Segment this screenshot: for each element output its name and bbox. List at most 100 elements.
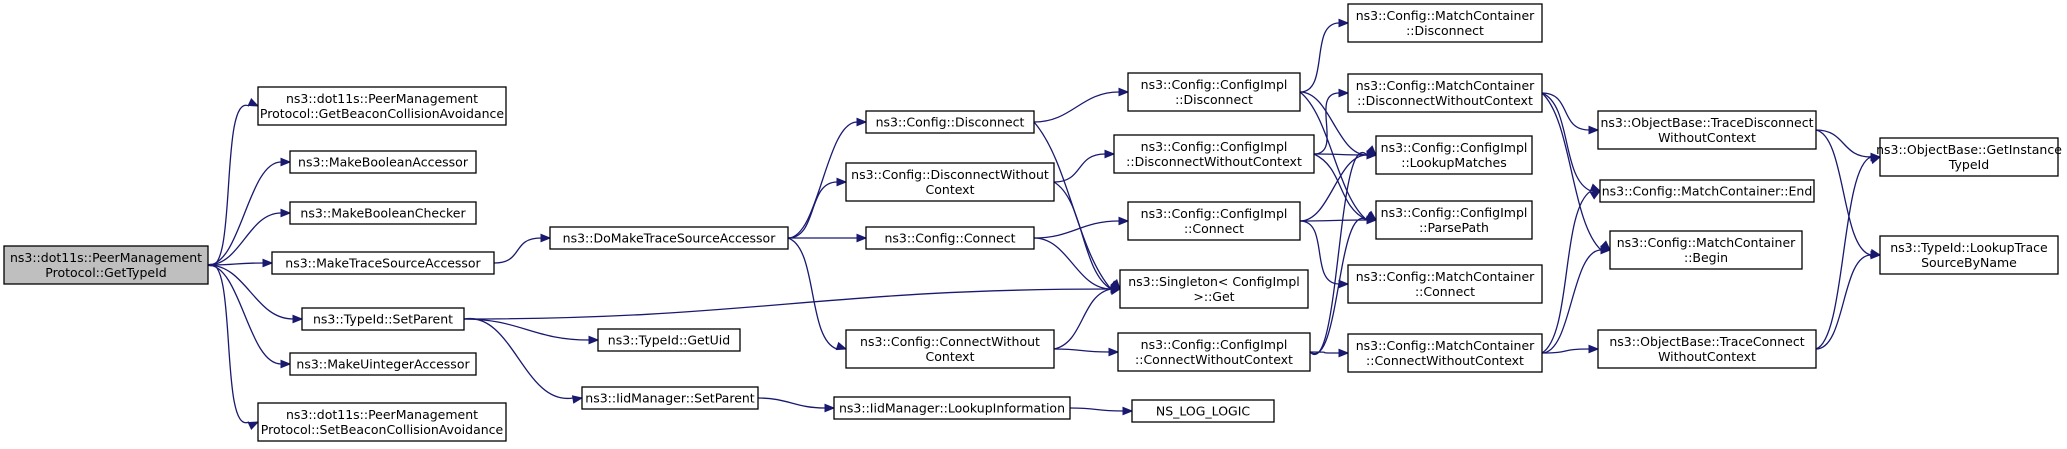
node-cfgconnwc[interactable]: ns3::Config::ConnectWithoutContext: [845, 329, 1055, 369]
edge-arrowhead: [292, 314, 304, 324]
node-iidlookup[interactable]: ns3::IidManager::LookupInformation: [833, 396, 1071, 420]
node-box: [845, 329, 1055, 369]
edge-arrowhead: [1366, 145, 1377, 156]
edge-arrowhead: [1118, 216, 1130, 226]
edge-line: [787, 181, 838, 239]
node-mcDiscWC[interactable]: ns3::Config::MatchContainer::DisconnectW…: [1347, 73, 1543, 113]
node-label-line: ::DisconnectWithoutContext: [1357, 93, 1533, 108]
node-mcBegin[interactable]: ns3::Config::MatchContainer::Begin: [1609, 230, 1803, 270]
node-label-line: ns3::MakeBooleanChecker: [300, 206, 466, 221]
node-implDiscWC[interactable]: ns3::Config::ConfigImpl::DisconnectWitho…: [1113, 134, 1315, 174]
edge-line: [787, 237, 838, 350]
node-setbeacon[interactable]: ns3::dot11s::PeerManagementProtocol::Set…: [257, 402, 507, 442]
node-cfgdiscwc[interactable]: ns3::Config::DisconnectWithoutContext: [845, 162, 1055, 202]
node-mkboolchk[interactable]: ns3::MakeBooleanChecker: [289, 201, 477, 225]
edge-line: [1069, 407, 1124, 412]
edge-arrowhead: [1108, 347, 1120, 357]
node-cfgconn[interactable]: ns3::Config::Connect: [865, 226, 1035, 250]
edge-line: [1053, 181, 1112, 290]
edge-root-to-mkboolacc: [207, 157, 292, 266]
node-label-line: ns3::Config::MatchContainer: [1356, 338, 1535, 353]
node-box: [289, 201, 477, 225]
edge-arrowhead: [1338, 18, 1350, 28]
edge-arrowhead: [824, 403, 836, 413]
node-label-line: ns3::IidManager::LookupInformation: [839, 401, 1065, 416]
edge-line: [463, 318, 590, 341]
node-box: [1347, 264, 1543, 304]
edge-mcDiscWC-to-obTraceDisc: [1541, 92, 1600, 135]
edge-line: [1541, 249, 1602, 354]
edge-line: [1313, 153, 1368, 156]
node-mcConn[interactable]: ns3::Config::MatchContainer::Connect: [1347, 264, 1543, 304]
node-iidsetparent[interactable]: ns3::IidManager::SetParent: [581, 386, 759, 410]
edge-implConnWC-to-parsePath: [1309, 211, 1378, 355]
edge-implDisc-to-mcDisc: [1299, 18, 1350, 93]
node-singleton[interactable]: ns3::Singleton< ConfigImpl >::Get: [1119, 269, 1309, 309]
node-root[interactable]: ns3::dot11s::PeerManagementProtocol::Get…: [3, 245, 209, 285]
node-label-line: ns3::Config::MatchContainer: [1617, 235, 1796, 250]
node-implDisc[interactable]: ns3::Config::ConfigImpl::Disconnect: [1127, 72, 1301, 112]
node-label-line: ns3::ObjectBase::TraceConnect: [1609, 334, 1804, 349]
node-label-line: Context: [926, 182, 975, 197]
node-mcConnWC[interactable]: ns3::Config::MatchContainer::ConnectWith…: [1347, 333, 1543, 373]
edge-arrowhead: [856, 233, 868, 243]
node-lookupMatches[interactable]: ns3::Config::ConfigImpl::LookupMatches: [1375, 135, 1533, 175]
node-getuid[interactable]: ns3::TypeId::GetUid: [597, 328, 741, 352]
node-box: [1347, 333, 1543, 373]
node-getbeacon[interactable]: ns3::dot11s::PeerManagementProtocol::Get…: [257, 86, 507, 126]
node-label-line: NS_LOG_LOGIC: [1156, 404, 1251, 419]
edge-mcConnWC-to-mcEnd: [1541, 190, 1602, 354]
node-box: [289, 352, 477, 376]
node-label-line: ns3::dot11s::PeerManagement: [10, 250, 202, 265]
node-mkuint[interactable]: ns3::MakeUintegerAccessor: [289, 352, 477, 376]
edge-implConnWC-to-lookupMatches: [1309, 145, 1377, 356]
node-label-line: ::Disconnect: [1175, 92, 1253, 107]
edge-obTraceConn-to-lookupTrace: [1815, 250, 1882, 350]
edge-mcConnWC-to-mcBegin: [1541, 245, 1612, 354]
edge-cfgdisc-to-singleton: [1033, 121, 1121, 291]
node-box: [289, 150, 477, 174]
node-label-line: ns3::Config::MatchContainer::End: [1602, 184, 1813, 199]
node-nslog[interactable]: NS_LOG_LOGIC: [1131, 399, 1275, 423]
edge-cfgconn-to-implConn: [1033, 216, 1130, 239]
node-mcDisc[interactable]: ns3::Config::MatchContainer::Disconnect: [1347, 3, 1543, 43]
node-label-line: ns3::Singleton< ConfigImpl: [1128, 274, 1300, 289]
node-obTraceConn[interactable]: ns3::ObjectBase::TraceConnectWithoutCont…: [1597, 329, 1817, 369]
node-cfgdisc[interactable]: ns3::Config::Disconnect: [865, 110, 1035, 134]
edge-setparent-to-singleton: [463, 284, 1122, 320]
edge-line: [207, 161, 282, 266]
node-label-line: ns3::ObjectBase::TraceDisconnect: [1601, 115, 1814, 130]
edge-cfgdiscwc-to-implDiscWC: [1053, 149, 1116, 183]
edge-obTraceConn-to-obGetInst: [1815, 155, 1882, 350]
node-box: [1117, 332, 1311, 372]
node-implConn[interactable]: ns3::Config::ConfigImpl::Connect: [1127, 201, 1301, 241]
node-mktrace[interactable]: ns3::MakeTraceSourceAccessor: [271, 251, 495, 275]
edge-line: [1299, 219, 1368, 222]
node-label-line: TypeId: [1948, 157, 1989, 172]
edge-line: [1299, 91, 1368, 221]
node-mcEnd[interactable]: ns3::Config::MatchContainer::End: [1599, 179, 1815, 203]
node-parsePath[interactable]: ns3::Config::ConfigImpl::ParsePath: [1375, 200, 1533, 240]
edge-line: [757, 397, 826, 409]
edge-line: [207, 264, 294, 320]
node-domake[interactable]: ns3::DoMakeTraceSourceAccessor: [549, 226, 789, 250]
node-implConnWC[interactable]: ns3::Config::ConfigImpl::ConnectWithoutC…: [1117, 332, 1311, 372]
node-box: [3, 245, 209, 285]
edge-line: [493, 237, 542, 264]
node-setparent[interactable]: ns3::TypeId::SetParent: [301, 307, 465, 331]
edge-arrowhead: [1109, 286, 1122, 296]
edge-line: [1309, 217, 1368, 355]
node-obTraceDisc[interactable]: ns3::ObjectBase::TraceDisconnectWithoutC…: [1597, 110, 1817, 150]
node-mkboolacc[interactable]: ns3::MakeBooleanAccessor: [289, 150, 477, 174]
edge-line: [787, 121, 858, 239]
edge-obTraceDisc-to-lookupTrace: [1815, 129, 1882, 258]
node-box: [581, 386, 759, 410]
node-label-line: ::LookupMatches: [1401, 155, 1507, 170]
edge-arrowhead: [1870, 250, 1882, 260]
node-box: [1375, 200, 1533, 240]
node-label-line: ns3::TypeId::GetUid: [608, 333, 730, 348]
edge-arrowhead: [1338, 88, 1350, 98]
node-label-line: ns3::Config::ConfigImpl: [1141, 206, 1288, 221]
